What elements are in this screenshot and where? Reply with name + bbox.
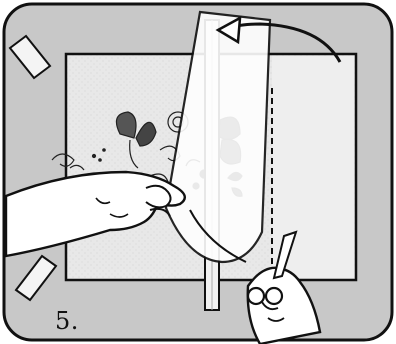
step-number: 5.	[55, 309, 79, 333]
